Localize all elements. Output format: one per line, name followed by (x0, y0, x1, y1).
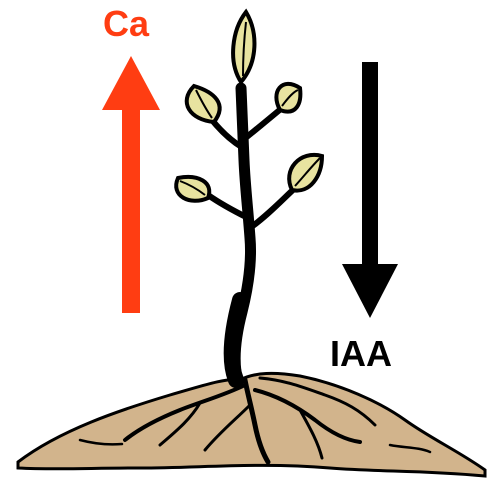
calcium-label: Ca (103, 6, 149, 42)
arrow-up-icon (102, 56, 160, 313)
arrow-up-shaft (122, 108, 140, 313)
arrow-down-head (342, 264, 398, 318)
seedling-illustration (176, 12, 322, 382)
branch-mid-right (250, 188, 295, 228)
branch-top-right (243, 108, 282, 140)
stem-lower-thick (232, 300, 240, 380)
soil-mound (18, 373, 485, 476)
soil-body (18, 373, 485, 476)
arrow-up-head (102, 56, 160, 110)
auxin-label: IAA (330, 336, 392, 372)
arrow-down-icon (342, 62, 398, 318)
arrow-down-shaft (362, 62, 378, 270)
